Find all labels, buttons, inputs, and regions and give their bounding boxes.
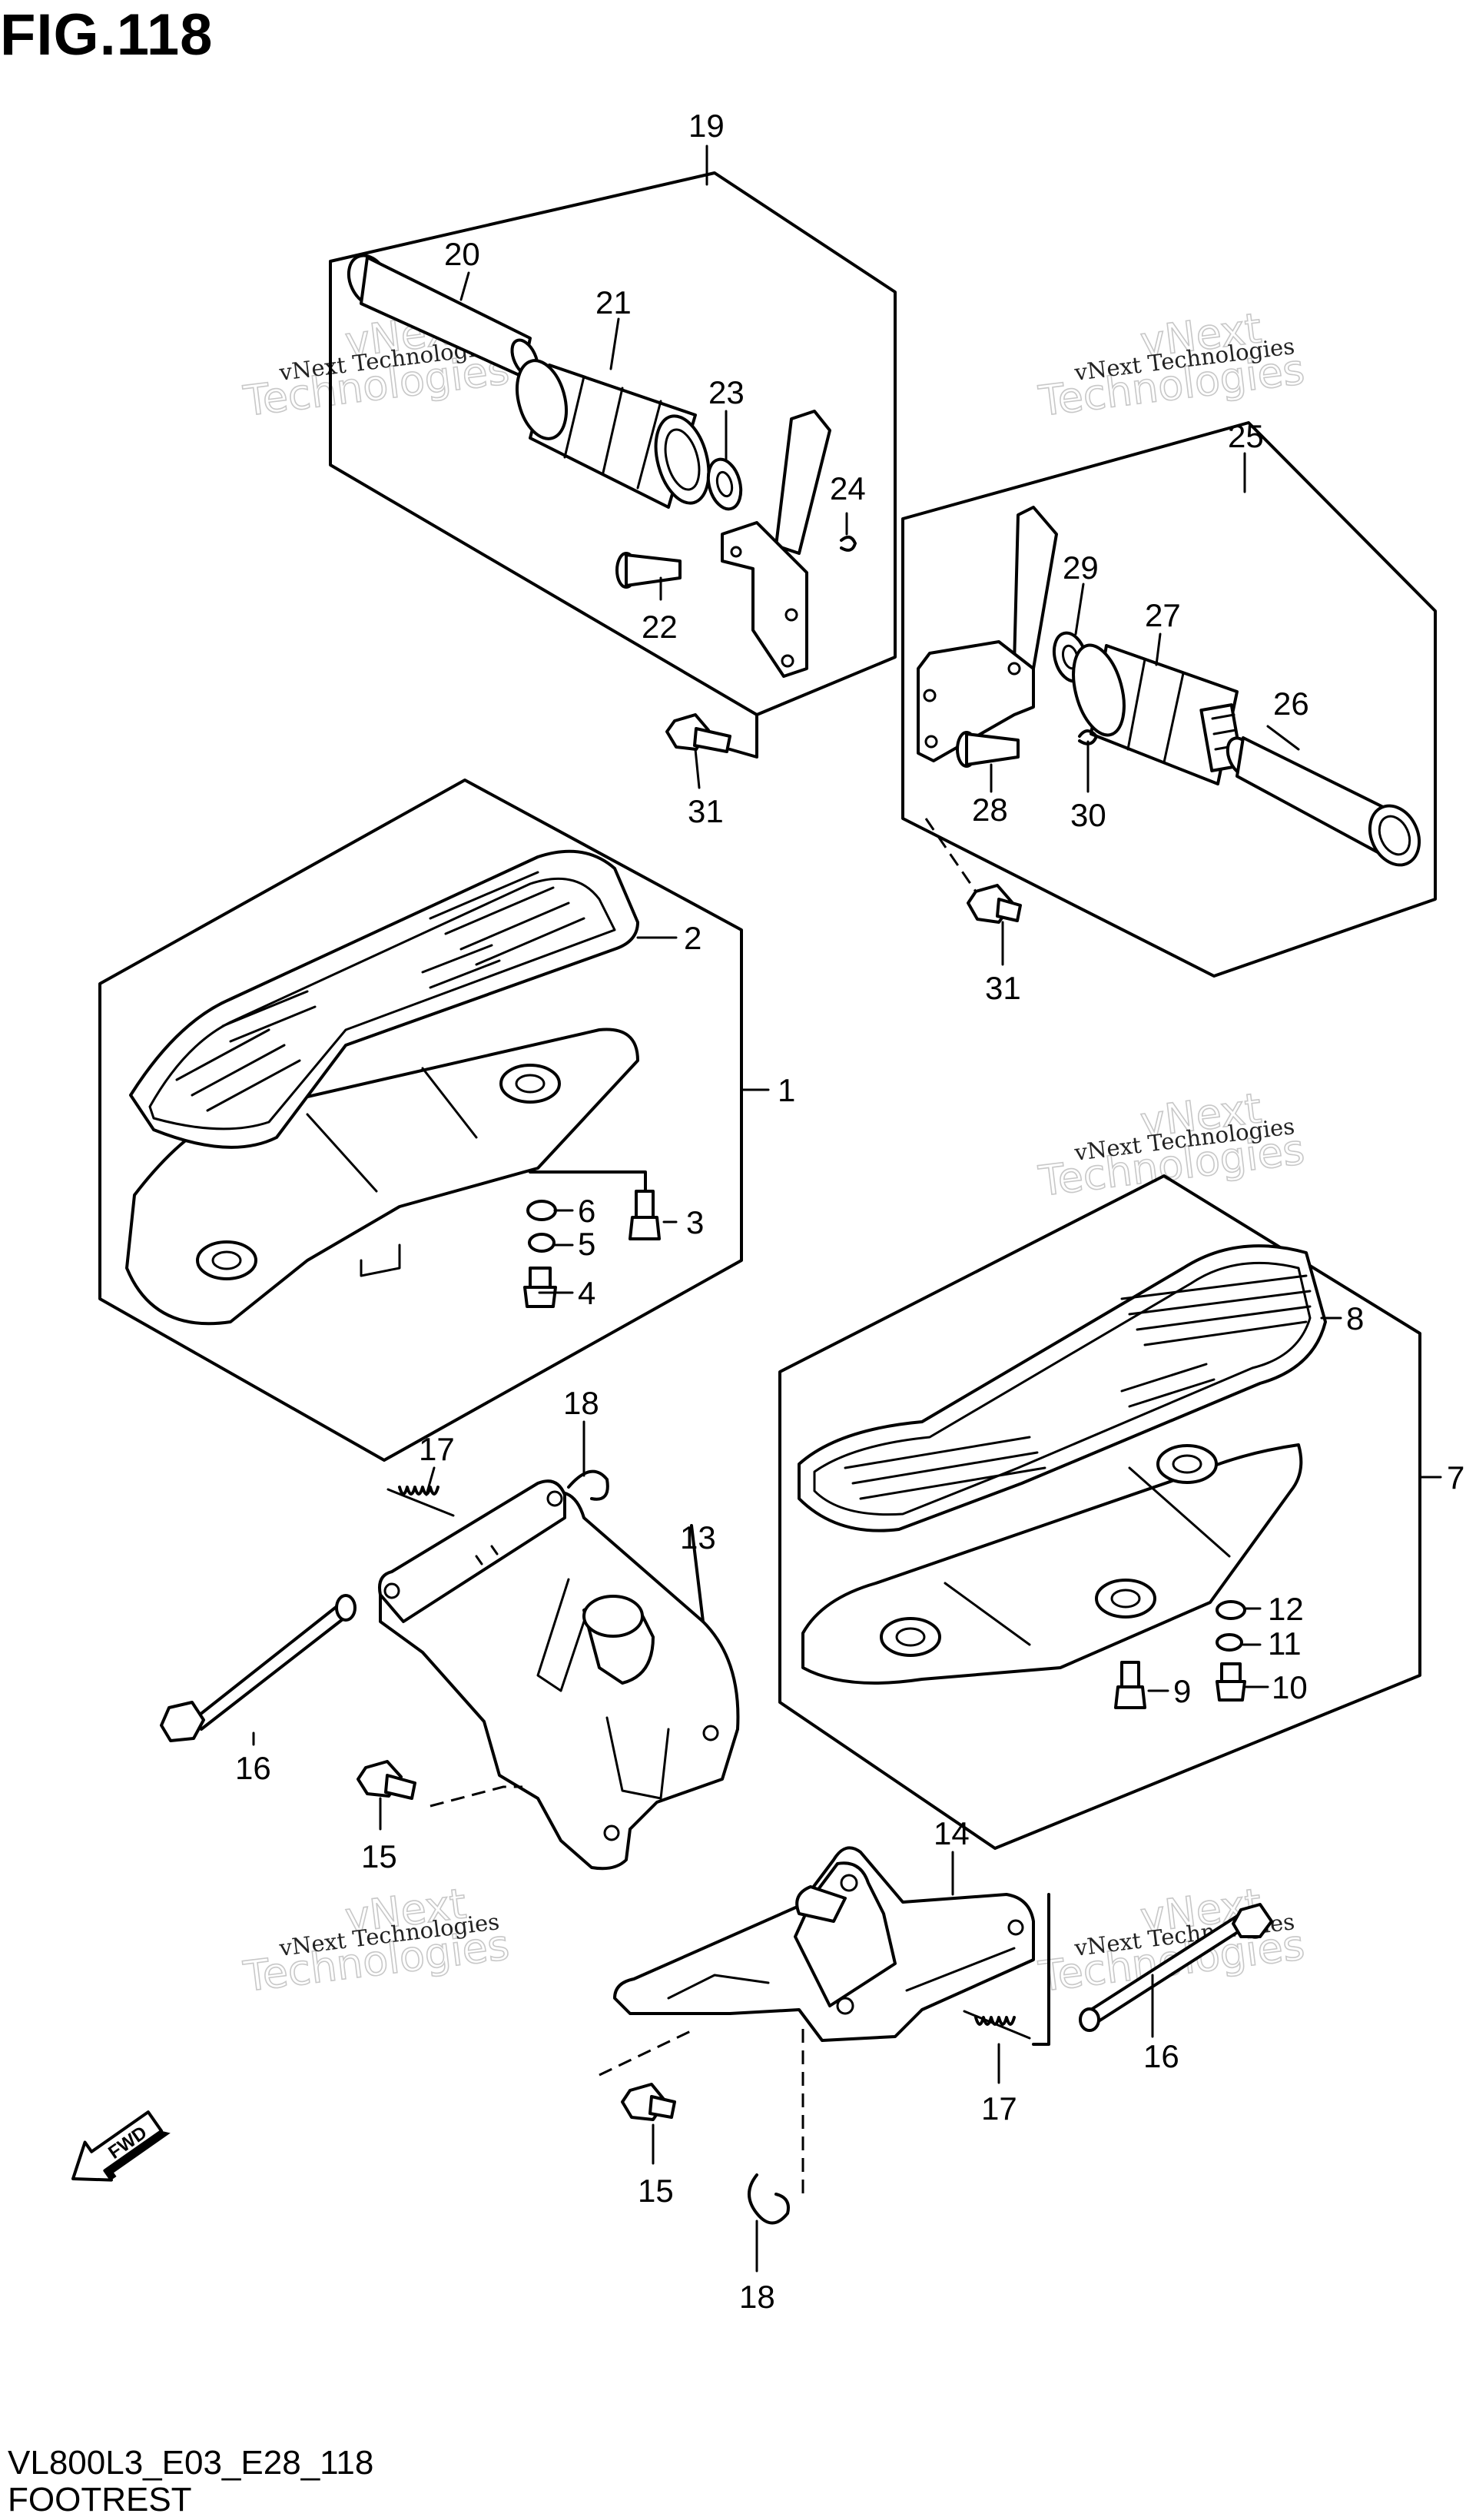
part-28-pin xyxy=(956,731,1020,768)
floorboard-right xyxy=(798,1244,1327,1685)
group-box-7 xyxy=(778,1174,1421,1850)
callout-21: 21 xyxy=(595,284,632,320)
part-22-pin xyxy=(615,552,682,589)
callout-12: 12 xyxy=(1268,1591,1304,1627)
callout-29: 29 xyxy=(1063,549,1099,586)
part-10-nut xyxy=(1216,1662,1246,1702)
part-30-clip xyxy=(1078,729,1098,745)
callout-25: 25 xyxy=(1228,418,1264,454)
part-9-stud xyxy=(1114,1661,1146,1709)
callout-7: 7 xyxy=(1447,1459,1464,1496)
callout-22: 22 xyxy=(642,609,678,645)
callout-16-left: 16 xyxy=(235,1750,271,1786)
part-3-stud xyxy=(629,1190,661,1240)
callout-14: 14 xyxy=(934,1815,970,1851)
part-24-clip xyxy=(840,535,857,552)
callout-31-right: 31 xyxy=(985,970,1021,1006)
callout-4: 4 xyxy=(578,1275,595,1311)
group-box-1 xyxy=(98,779,743,1462)
callout-8: 8 xyxy=(1346,1300,1364,1336)
callout-1: 1 xyxy=(778,1072,795,1108)
page-caption: FOOTREST xyxy=(8,2481,192,2518)
callout-26: 26 xyxy=(1273,686,1309,722)
part-16-bolt-right xyxy=(1079,1903,1273,2032)
callout-3: 3 xyxy=(686,1204,704,1240)
figure-title: FIG.118 xyxy=(0,2,214,68)
callout-18-lower: 18 xyxy=(739,2279,775,2315)
callout-17-right: 17 xyxy=(981,2090,1017,2127)
callout-15-left: 15 xyxy=(361,1838,397,1874)
floorboard-left xyxy=(125,849,639,1326)
callout-27: 27 xyxy=(1145,597,1181,633)
part-17-spring-left xyxy=(386,1486,455,1517)
part-16-bolt-left xyxy=(160,1594,357,1742)
callout-19: 19 xyxy=(688,108,725,144)
callout-28: 28 xyxy=(972,792,1008,828)
leader-lines xyxy=(252,144,1442,2273)
part-23-washer xyxy=(706,457,743,511)
callout-20: 20 xyxy=(444,236,480,272)
part-15-bolt-left xyxy=(357,1760,416,1800)
footrest-pin-assembly-right xyxy=(917,506,1421,867)
part-11-washer xyxy=(1216,1633,1243,1652)
part-27-rubber xyxy=(1072,643,1244,785)
callout-30: 30 xyxy=(1070,797,1106,833)
callout-5: 5 xyxy=(578,1226,595,1262)
part-31-bolt-right xyxy=(967,884,1022,924)
part-6-washer xyxy=(526,1200,557,1221)
part-14-bracket xyxy=(613,1846,1035,2042)
callout-2: 2 xyxy=(684,920,701,956)
footrest-pin-bracket-left xyxy=(721,410,831,678)
part-21-rubber xyxy=(516,359,711,509)
part-18-circlip-lower xyxy=(748,2173,790,2225)
callout-labels: 19 20 21 23 24 22 31 25 29 27 26 28 30 3… xyxy=(235,108,1464,2315)
callout-9: 9 xyxy=(1173,1673,1191,1709)
callout-13: 13 xyxy=(680,1519,716,1555)
callout-11: 11 xyxy=(1268,1625,1302,1662)
watermark: Technologies vNext vNext Technologies xyxy=(1035,1084,1308,1207)
model-code: VL800L3_E03_E28_118 xyxy=(8,2444,374,2482)
part-5-washer xyxy=(528,1233,556,1253)
footrest-pin-bracket-right xyxy=(917,506,1058,762)
part-26-shaft xyxy=(1226,736,1421,867)
floorboard-ribs-left xyxy=(175,871,585,1112)
watermark: Technologies vNext vNext Technologies xyxy=(1035,1879,1308,2002)
callout-17-left: 17 xyxy=(419,1431,455,1467)
part-4-nut xyxy=(523,1267,557,1308)
part-12-washer xyxy=(1216,1600,1246,1620)
callout-16-right: 16 xyxy=(1143,2038,1179,2074)
callout-10: 10 xyxy=(1272,1669,1308,1705)
part-18-circlip-upper xyxy=(567,1469,609,1501)
watermark: Technologies vNext vNext Technologies xyxy=(1035,304,1308,427)
group-box-25 xyxy=(901,421,1437,978)
group-box-19 xyxy=(329,171,897,716)
part-13-bracket xyxy=(378,1479,740,1871)
part-15-bolt-right xyxy=(621,2083,676,2121)
callout-6: 6 xyxy=(578,1193,595,1229)
part-31-bolt-left xyxy=(665,713,731,753)
callout-23: 23 xyxy=(708,374,745,410)
fwd-arrow-icon: FWD xyxy=(71,2110,171,2182)
callout-15-right: 15 xyxy=(638,2173,674,2209)
callout-18-upper: 18 xyxy=(563,1385,599,1421)
floorboard-ribs-right xyxy=(844,1274,1312,1500)
callout-24: 24 xyxy=(830,470,866,506)
footrest-pin-assembly-left xyxy=(347,254,857,678)
watermark: Technologies vNext vNext Technologies xyxy=(240,1879,512,2002)
part-17-spring-right xyxy=(963,2010,1031,2040)
callout-31-left: 31 xyxy=(688,793,724,829)
